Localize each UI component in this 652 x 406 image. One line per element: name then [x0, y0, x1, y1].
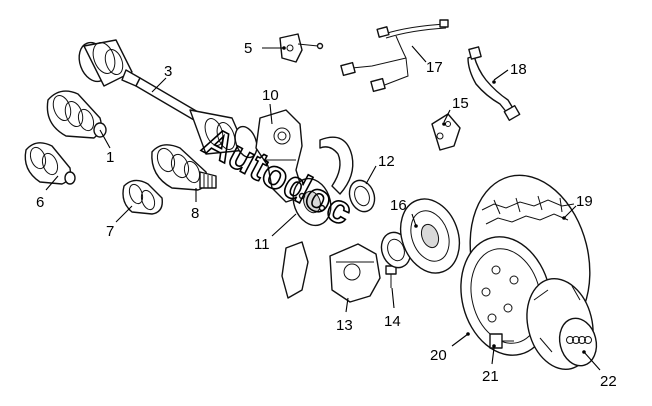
part-15-bracket[interactable] — [431, 113, 461, 151]
callout-10: 10 — [262, 87, 279, 125]
callout-number: 6 — [36, 194, 44, 211]
part-14-bolt[interactable] — [385, 265, 397, 288]
callout-13: 13 — [336, 297, 353, 334]
callout-16: 16 — [390, 197, 418, 228]
part-16-brake-disc[interactable] — [391, 191, 470, 282]
callout-number: 19 — [576, 193, 593, 210]
callout-number: 3 — [164, 63, 172, 80]
callout-number: 10 — [262, 87, 279, 104]
part-7-boot[interactable] — [122, 179, 163, 215]
part-6-boot-kit[interactable] — [24, 142, 76, 185]
callout-5: 5 — [244, 40, 286, 57]
part-8-cv-joint[interactable] — [151, 144, 217, 191]
callout-3: 3 — [151, 63, 172, 93]
part-11-wheel-hub[interactable] — [287, 173, 337, 230]
callout-22: 22 — [582, 350, 617, 390]
part-1-boot-kit[interactable] — [46, 90, 107, 139]
callout-6: 6 — [36, 175, 59, 211]
callout-number: 7 — [106, 223, 114, 240]
callout-number: 12 — [378, 153, 395, 170]
callout-number: 18 — [510, 61, 527, 78]
callout-number: 17 — [426, 59, 443, 76]
callout-number: 5 — [244, 40, 252, 57]
callout-number: 8 — [191, 205, 199, 222]
callout-11: 11 — [254, 213, 297, 253]
dust-shield[interactable] — [319, 136, 354, 195]
callout-1: 1 — [99, 129, 114, 166]
callout-number: 22 — [600, 373, 617, 390]
callout-15: 15 — [442, 95, 469, 126]
part-5-sensor[interactable] — [279, 33, 324, 63]
callout-7: 7 — [106, 205, 133, 240]
callout-number: 1 — [106, 149, 114, 166]
callout-12: 12 — [365, 153, 395, 185]
callout-21: 21 — [482, 344, 499, 385]
part-12-circlip[interactable] — [345, 177, 378, 215]
callout-number: 14 — [384, 313, 401, 330]
part-18-brake-hose[interactable] — [467, 46, 521, 122]
part-22-wheel-trim[interactable] — [518, 272, 602, 377]
callout-number: 16 — [390, 197, 407, 214]
callout-number: 13 — [336, 317, 353, 334]
callout-20: 20 — [430, 332, 470, 364]
callout-14: 14 — [384, 287, 401, 330]
callout-number: 20 — [430, 347, 447, 364]
callout-19: 19 — [562, 193, 593, 220]
callout-8: 8 — [191, 188, 199, 222]
callout-number: 21 — [482, 368, 499, 385]
callout-number: 11 — [254, 236, 270, 253]
part-21-wheel-bolt[interactable] — [489, 333, 514, 349]
callout-17: 17 — [411, 45, 443, 76]
callout-number: 15 — [452, 95, 469, 112]
part-3-drive-shaft[interactable] — [74, 38, 261, 160]
part-13-brake-caliper[interactable] — [329, 243, 381, 303]
callout-18: 18 — [492, 61, 527, 84]
caliper-bracket[interactable] — [281, 241, 309, 299]
part-17-wiring-harness[interactable] — [340, 19, 449, 93]
